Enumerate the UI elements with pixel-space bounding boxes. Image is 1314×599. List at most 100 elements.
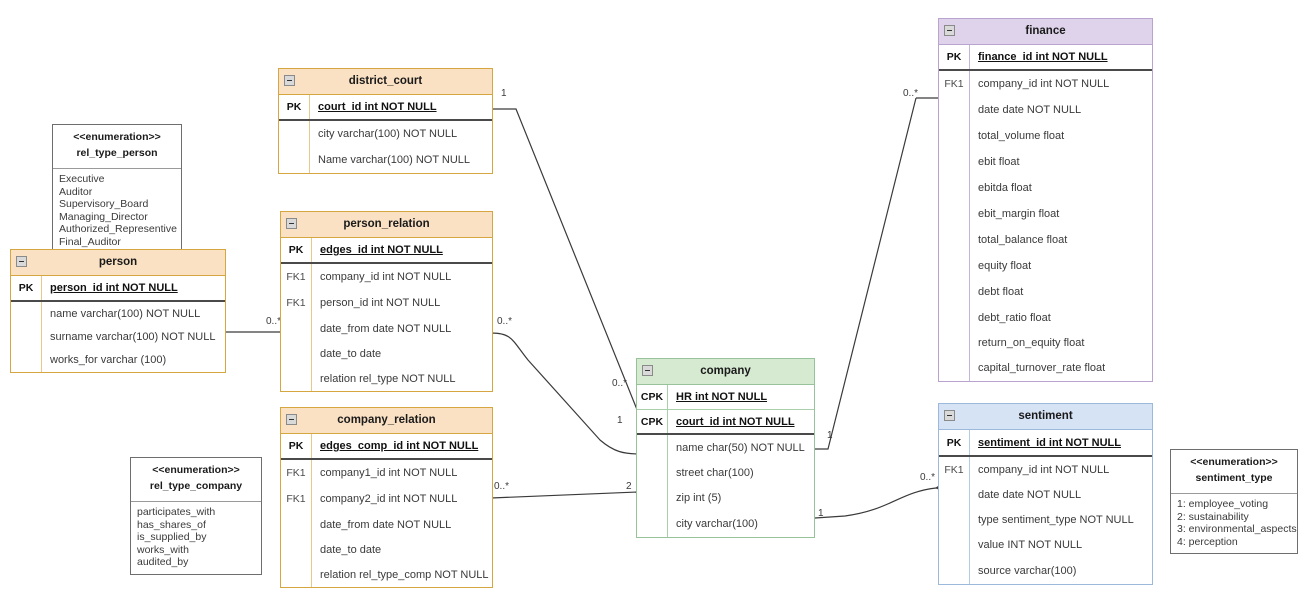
row-key: PK	[939, 430, 970, 455]
table-row[interactable]: total_volume float	[939, 123, 1152, 149]
table-row[interactable]: works_for varchar (100)	[11, 348, 225, 372]
table-row[interactable]: zip int (5)	[637, 485, 814, 510]
entity-company-relation[interactable]: company_relation PK edges_comp_id int NO…	[280, 407, 493, 588]
row-field: street char(100)	[676, 466, 754, 479]
row-field: capital_turnover_rate float	[978, 362, 1106, 374]
table-row[interactable]: FK1 person_id int NOT NULL	[281, 290, 492, 316]
table-row[interactable]: equity float	[939, 253, 1152, 279]
row-key	[939, 123, 970, 149]
row-field: company_id int NOT NULL	[978, 463, 1110, 476]
minus-box-icon[interactable]	[642, 365, 653, 376]
entity-company[interactable]: company CPK HR int NOT NULL CPK court_id…	[636, 358, 815, 538]
entity-rows: PK edges_id int NOT NULL FK1 company_id …	[281, 238, 492, 391]
table-row[interactable]: FK1 company2_id int NOT NULL	[281, 486, 492, 512]
table-row[interactable]: ebit float	[939, 149, 1152, 175]
table-row[interactable]: relation rel_type NOT NULL	[281, 366, 492, 391]
table-row[interactable]: date_from date NOT NULL	[281, 512, 492, 537]
row-field: date_from date NOT NULL	[320, 518, 452, 531]
row-key: PK	[281, 238, 312, 262]
table-row[interactable]: date_to date	[281, 341, 492, 366]
table-row[interactable]: name char(50) NOT NULL	[637, 435, 814, 460]
table-row[interactable]: date date NOT NULL	[939, 482, 1152, 507]
table-row[interactable]: total_balance float	[939, 227, 1152, 253]
table-row[interactable]: source varchar(100)	[939, 557, 1152, 584]
table-row[interactable]: city varchar(100)	[637, 510, 814, 537]
table-row[interactable]: PK edges_id int NOT NULL	[281, 238, 492, 264]
entity-header-sentiment: sentiment	[939, 404, 1152, 430]
row-key	[281, 537, 312, 562]
table-row[interactable]: capital_turnover_rate float	[939, 355, 1152, 381]
table-row[interactable]: relation rel_type_comp NOT NULL	[281, 562, 492, 587]
row-field: person_id int NOT NULL	[50, 282, 178, 294]
table-row[interactable]: date_to date	[281, 537, 492, 562]
table-row[interactable]: ebit_margin float	[939, 201, 1152, 227]
table-row[interactable]: PK finance_id int NOT NULL	[939, 45, 1152, 71]
entity-rows: PK finance_id int NOT NULL FK1 company_i…	[939, 45, 1152, 381]
table-row[interactable]: name varchar(100) NOT NULL	[11, 302, 225, 325]
table-row[interactable]: date_from date NOT NULL	[281, 316, 492, 341]
entity-district-court[interactable]: district_court PK court_id int NOT NULL …	[278, 68, 493, 174]
row-key	[939, 227, 970, 253]
minus-box-icon[interactable]	[944, 25, 955, 36]
minus-box-icon[interactable]	[286, 218, 297, 229]
entity-header-person-relation: person_relation	[281, 212, 492, 238]
table-row[interactable]: Name varchar(100) NOT NULL	[279, 147, 492, 173]
table-row[interactable]: return_on_equity float	[939, 330, 1152, 355]
row-field: ebit_margin float	[978, 208, 1060, 220]
table-row[interactable]: date date NOT NULL	[939, 97, 1152, 123]
row-field: source varchar(100)	[978, 564, 1077, 577]
row-key	[279, 147, 310, 173]
entity-sentiment[interactable]: sentiment PK sentiment_id int NOT NULL F…	[938, 403, 1153, 585]
minus-box-icon[interactable]	[944, 410, 955, 421]
minus-box-icon[interactable]	[286, 414, 297, 425]
table-row[interactable]: PK court_id int NOT NULL	[279, 95, 492, 121]
table-row[interactable]: debt_ratio float	[939, 305, 1152, 330]
enum-title: <<enumeration>> rel_type_company	[131, 458, 261, 502]
list-item: Managing_Director	[59, 210, 148, 223]
row-key	[939, 482, 970, 507]
row-field: debt float	[978, 286, 1024, 298]
enum-stereotype: <<enumeration>>	[152, 464, 240, 476]
entity-header-finance: finance	[939, 19, 1152, 45]
row-field: city varchar(100) NOT NULL	[318, 128, 458, 140]
list-item: Supervisory_Board	[59, 198, 149, 211]
table-row[interactable]: surname varchar(100) NOT NULL	[11, 325, 225, 348]
table-row[interactable]: PK sentiment_id int NOT NULL	[939, 430, 1152, 457]
enum-stereotype: <<enumeration>>	[73, 131, 161, 143]
table-row[interactable]: FK1 company1_id int NOT NULL	[281, 460, 492, 486]
enum-values: Executive Auditor Supervisory_Board Mana…	[53, 169, 181, 254]
row-field: finance_id int NOT NULL	[978, 51, 1108, 63]
table-row[interactable]: street char(100)	[637, 460, 814, 485]
minus-box-icon[interactable]	[16, 256, 27, 267]
enumeration-sentiment-type[interactable]: <<enumeration>> sentiment_type 1: employ…	[1170, 449, 1298, 555]
table-row[interactable]: ebitda float	[939, 175, 1152, 201]
table-row[interactable]: CPK court_id int NOT NULL	[637, 410, 814, 435]
table-row[interactable]: CPK HR int NOT NULL	[637, 385, 814, 410]
table-row[interactable]: value INT NOT NULL	[939, 532, 1152, 557]
row-field: surname varchar(100) NOT NULL	[50, 330, 216, 343]
entity-title: person	[98, 256, 138, 268]
table-row[interactable]: city varchar(100) NOT NULL	[279, 121, 492, 147]
table-row[interactable]: type sentiment_type NOT NULL	[939, 507, 1152, 532]
minus-box-icon[interactable]	[284, 75, 295, 86]
entity-person[interactable]: person PK person_id int NOT NULL name va…	[10, 249, 226, 373]
enumeration-rel-type-person[interactable]: <<enumeration>> rel_type_person Executiv…	[52, 124, 182, 255]
table-row[interactable]: PK edges_comp_id int NOT NULL	[281, 434, 492, 460]
row-key: CPK	[637, 385, 668, 409]
table-row[interactable]: FK1 company_id int NOT NULL	[939, 457, 1152, 482]
enumeration-rel-type-company[interactable]: <<enumeration>> rel_type_company partici…	[130, 457, 262, 575]
table-row[interactable]: FK1 company_id int NOT NULL	[281, 264, 492, 290]
table-row[interactable]: PK person_id int NOT NULL	[11, 276, 225, 302]
table-row[interactable]: debt float	[939, 279, 1152, 305]
row-key	[939, 253, 970, 279]
row-key	[11, 302, 42, 325]
entity-title: person_relation	[343, 218, 430, 230]
list-item: 2: sustainability	[1177, 510, 1249, 523]
row-key: FK1	[281, 486, 312, 512]
row-key	[939, 355, 970, 381]
entity-finance[interactable]: finance PK finance_id int NOT NULL FK1 c…	[938, 18, 1153, 382]
table-row[interactable]: FK1 company_id int NOT NULL	[939, 71, 1152, 97]
link-company-finance	[815, 98, 938, 450]
entity-person-relation[interactable]: person_relation PK edges_id int NOT NULL…	[280, 211, 493, 392]
